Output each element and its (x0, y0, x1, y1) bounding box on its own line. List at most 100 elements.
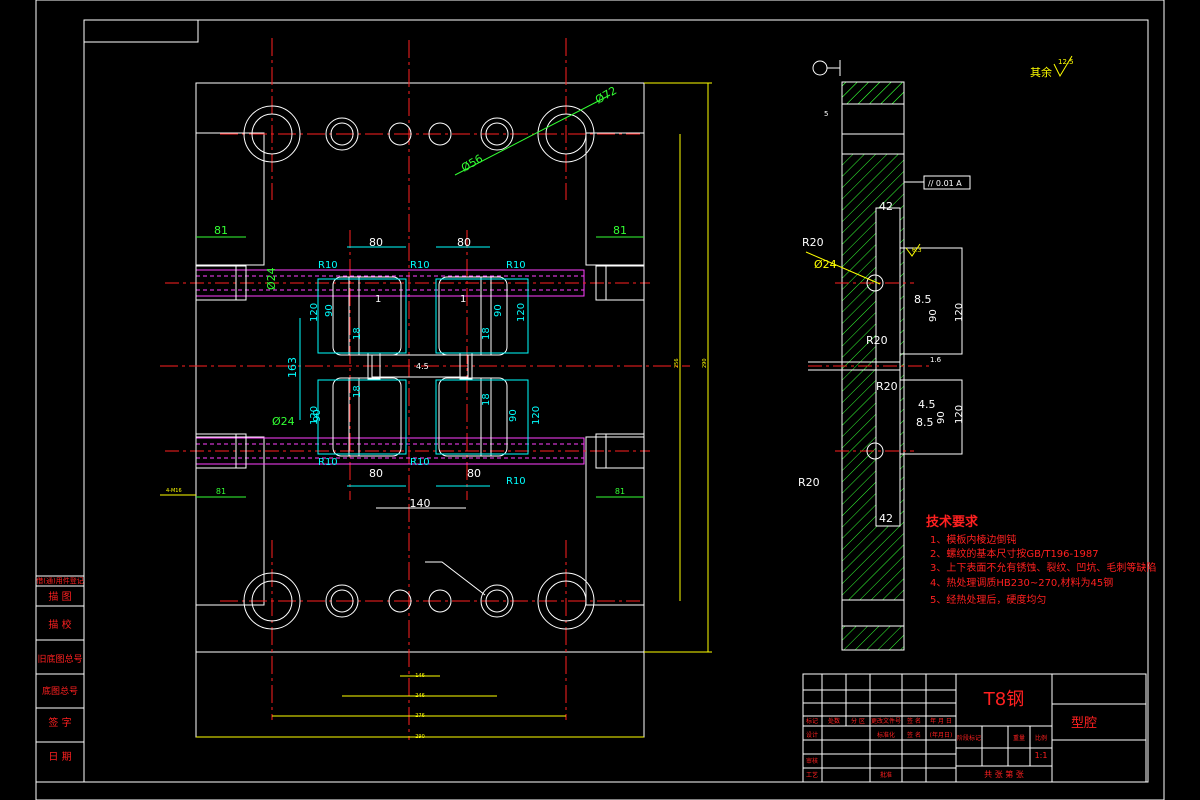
sec-r20-d: R20 (798, 476, 820, 489)
phi24-top-label: Ø24 (265, 267, 278, 290)
sec-r20-a: R20 (802, 236, 824, 249)
cav-80-tr: 80 (457, 236, 471, 249)
phi24-bot-label: Ø24 (272, 415, 295, 428)
sec-r20-c: R20 (876, 380, 898, 393)
row-4: 阶段标记 (957, 734, 981, 742)
tech-req-item-1: 1、模板内棱边倒钝 (930, 533, 1016, 546)
hdr-0: 标记 (806, 717, 818, 725)
cav-80-br: 80 (467, 467, 481, 480)
row-6: 比例 (1035, 734, 1047, 742)
dim-81-top-left: 81 (214, 224, 228, 237)
dim-low-d: 290 (415, 734, 425, 740)
sec-r20-b: R20 (866, 334, 888, 347)
side-label-5: 签 字 (48, 716, 71, 729)
hdr-4: 签 名 (907, 717, 921, 725)
bottom-2: 批准 (880, 771, 892, 779)
d140: 140 (410, 497, 431, 510)
dim-low-a: 146 (415, 673, 425, 679)
d90-c: 90 (312, 409, 323, 422)
roughness-value: 12.5 (1058, 58, 1074, 66)
d1-b: 1 (460, 294, 466, 305)
phi72-label: Ø72 (593, 84, 619, 107)
hdr-2: 分 区 (851, 717, 865, 725)
sec-85-b: 8.5 (916, 416, 934, 429)
scale-value: 1:1 (1035, 751, 1048, 760)
inner-frame (83, 19, 1149, 783)
section-view: 42 42 R20 R20 R20 R20 Ø24 8.5 8.5 4.5 90… (798, 55, 1074, 651)
dim-81-bot-left: 81 (216, 487, 226, 496)
bottom-0: 审核 (806, 757, 818, 765)
d120-d: 120 (531, 406, 542, 425)
left-small-label: 4-M16 (166, 488, 182, 494)
row-2: 签 名 (907, 731, 921, 739)
d18-d: 18 (481, 393, 492, 406)
roughness-small: 6.3 (912, 247, 922, 254)
plan-view: Ø72 Ø56 (160, 38, 712, 740)
center-4-5: 4.5 (416, 362, 429, 371)
tech-req-item-2: 2、螺纹的基本尺寸按GB/T196-1987 (930, 547, 1099, 560)
outer-frame (35, 0, 1165, 800)
phi56-label: Ø56 (459, 152, 485, 175)
sec-90-a: 90 (928, 309, 939, 322)
d1-a: 1 (375, 294, 381, 305)
r10-b: R10 (410, 260, 430, 271)
d18-a: 18 (352, 327, 363, 340)
d120-a: 120 (309, 303, 320, 322)
sheet-text: 共 张 第 张 (984, 769, 1024, 779)
r10-d: R10 (318, 457, 338, 468)
side-label-0: 借(通)用件登记 (36, 576, 83, 585)
roughness-icon (1053, 55, 1073, 78)
cav-80-tl: 80 (369, 236, 383, 249)
dim-right-a: 256 (674, 358, 680, 368)
title-block: T8钢 型腔 1:1 共 张 第 张 标记 处数 分 区 更改文件号 签 名 年… (802, 673, 1147, 783)
cav-80-bl: 80 (369, 467, 383, 480)
roughness-label: 其余 (1030, 65, 1052, 79)
side-label-1: 描 图 (48, 590, 71, 603)
sec-90-b: 90 (936, 411, 947, 424)
row-1: 标准化 (877, 731, 895, 739)
d163: 163 (286, 357, 299, 378)
dim-81-top-right: 81 (613, 224, 627, 237)
sec-85-a: 8.5 (914, 293, 932, 306)
side-label-4: 底图总号 (42, 685, 78, 697)
tech-req-title: 技术要求 (926, 514, 979, 530)
material-label: T8钢 (983, 689, 1024, 710)
top-left-box (83, 19, 199, 43)
dim-low-b: 246 (415, 693, 425, 699)
r10-f: R10 (506, 476, 526, 487)
row-3: (年月日) (930, 731, 953, 739)
sec-phi24: Ø24 (814, 258, 837, 271)
d90-a: 90 (324, 304, 335, 317)
sec-5: 5 (824, 110, 828, 118)
hdr-1: 处数 (828, 717, 840, 725)
d90-b: 90 (493, 304, 504, 317)
dim-right-b: 290 (702, 358, 708, 368)
tech-req-item-5: 5、经热处理后，硬度均匀 (930, 593, 1046, 606)
hdr-3: 更改文件号 (871, 717, 901, 725)
left-side-block: 借(通)用件登记 描 图 描 校 旧底图总号 底图总号 签 字 日 期 (35, 575, 85, 783)
sec-120-a: 120 (954, 303, 965, 322)
row-5: 重量 (1013, 734, 1025, 742)
r10-e: R10 (410, 457, 430, 468)
d18-b: 18 (481, 327, 492, 340)
dim-low-c: 276 (415, 713, 425, 719)
tech-req-item-4: 4、热处理调质HB230~270,材料为45钢 (930, 576, 1113, 589)
sec-42-top: 42 (879, 200, 893, 213)
side-label-2: 描 校 (48, 618, 71, 631)
d90-d: 90 (508, 409, 519, 422)
side-label-3: 旧底图总号 (37, 653, 82, 665)
dim-81-bot-right: 81 (615, 487, 625, 496)
bottom-1: 工艺 (806, 771, 818, 779)
tolerance-frame: // 0.01 A (928, 179, 962, 188)
row-0: 设计 (806, 731, 818, 739)
technical-requirements: 技术要求 1、模板内棱边倒钝 2、螺纹的基本尺寸按GB/T196-1987 3、… (926, 514, 1156, 606)
sec-16: 1.6 (930, 356, 942, 364)
r10-a: R10 (318, 260, 338, 271)
tech-req-item-3: 3、上下表面不允有锈蚀、裂纹、凹坑、毛刺等缺陷 (930, 561, 1156, 574)
sec-42-bot: 42 (879, 512, 893, 525)
datum-a-icon (812, 60, 828, 76)
d120-c: 120 (309, 406, 320, 425)
part-name: 型腔 (1071, 716, 1097, 731)
sec-45: 4.5 (918, 398, 936, 411)
